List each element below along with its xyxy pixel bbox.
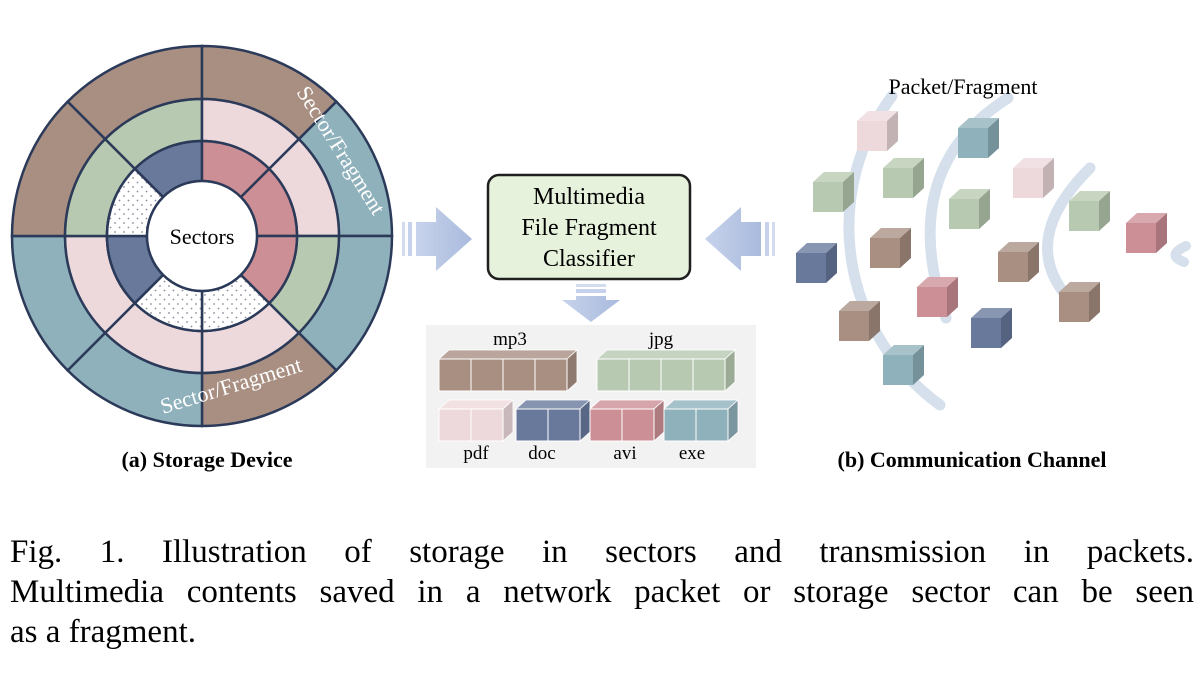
- label-pdf: pdf: [463, 443, 489, 464]
- packet-cube: [796, 243, 837, 283]
- storage-disk: [10, 44, 394, 428]
- doc-blocks-cell: [547, 408, 581, 442]
- caption-line-3: as a fragment.: [10, 614, 196, 650]
- label-avi: avi: [613, 443, 636, 464]
- packet-cube: [917, 277, 958, 317]
- output-panel: [426, 325, 756, 468]
- exe-blocks-cell: [663, 408, 697, 442]
- arrow-classifier-to-outputs: [562, 284, 620, 322]
- packet-cube: [883, 158, 924, 198]
- exe-blocks: [662, 399, 740, 442]
- label-jpg: jpg: [648, 329, 674, 350]
- label-mp3: mp3: [493, 329, 527, 350]
- disk-hub: [145, 179, 259, 293]
- mp3-blocks-cell: [502, 358, 536, 392]
- arrow-channel-to-classifier: [705, 207, 775, 271]
- packet-cube: [883, 345, 924, 385]
- caption-line-2: Multimedia contents saved in a network p…: [10, 574, 1194, 610]
- avi-blocks: [588, 399, 666, 442]
- jpg-blocks-cell: [596, 358, 630, 392]
- jpg-blocks: [595, 349, 737, 392]
- jpg-blocks-cell: [660, 358, 694, 392]
- packet-cube: [839, 301, 880, 341]
- caption-line-1: Fig. 1. Illustration of storage in secto…: [10, 534, 1194, 570]
- packet-cube: [1069, 191, 1110, 231]
- packet-cube: [857, 111, 898, 151]
- jpg-blocks-cell: [628, 358, 662, 392]
- avi-blocks-cell: [621, 408, 655, 442]
- sectors-label: Sectors: [170, 224, 235, 249]
- packet-cubes: [796, 111, 1167, 385]
- communication-channel-caption: (b) Communication Channel: [838, 447, 1107, 472]
- pdf-blocks-cell: [470, 408, 504, 442]
- jpg-blocks-cell: [692, 358, 726, 392]
- label-exe: exe: [679, 443, 705, 464]
- packet-cube: [958, 118, 999, 158]
- packet-cube: [870, 228, 911, 268]
- avi-blocks-cell: [589, 408, 623, 442]
- classifier-line-2: File Fragment: [521, 215, 657, 241]
- mp3-blocks-cell: [470, 358, 504, 392]
- pdf-blocks-cell: [438, 408, 472, 442]
- mp3-blocks-cell: [534, 358, 568, 392]
- label-doc: doc: [528, 443, 555, 464]
- classifier-line-3: Classifier: [543, 246, 635, 272]
- exe-blocks-cell: [695, 408, 729, 442]
- packet-cube: [949, 189, 990, 229]
- output-blocks: [437, 349, 740, 442]
- packet-cube: [813, 172, 854, 212]
- classifier-box: [486, 173, 692, 281]
- figure-caption: Fig. 1. Illustration of storage in secto…: [10, 532, 1194, 652]
- packet-cube: [1126, 213, 1167, 253]
- doc-blocks: [514, 399, 592, 442]
- storage-device-caption: (a) Storage Device: [121, 447, 292, 472]
- packet-cube: [971, 308, 1012, 348]
- doc-blocks-cell: [515, 408, 549, 442]
- arrow-storage-to-classifier: [402, 207, 472, 271]
- mp3-blocks: [437, 349, 579, 392]
- pdf-blocks: [437, 399, 515, 442]
- packet-cube: [1059, 282, 1100, 322]
- packet-fragment-label: Packet/Fragment: [888, 74, 1037, 99]
- classifier-line-1: Multimedia: [533, 184, 645, 210]
- mp3-blocks-cell: [438, 358, 472, 392]
- figure-canvas: (a) Storage Device Multimedia File Fragm…: [10, 44, 1191, 472]
- packet-cube: [998, 242, 1039, 282]
- packet-cube: [1013, 158, 1054, 198]
